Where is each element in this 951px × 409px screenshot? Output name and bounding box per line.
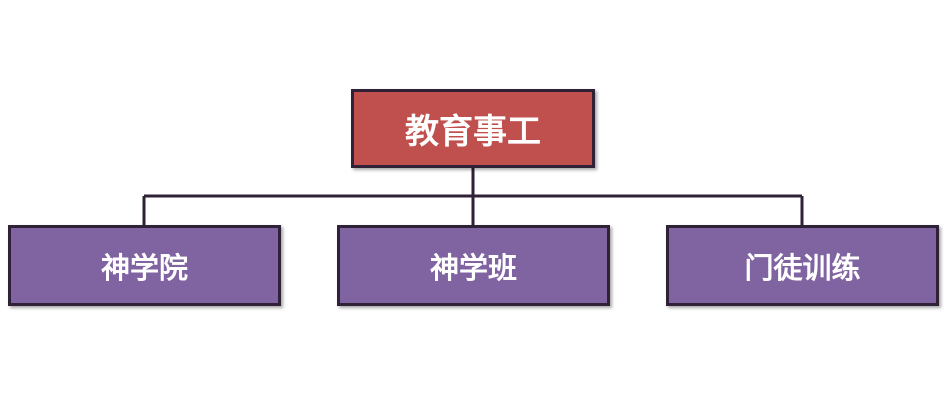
child-node-label: 门徒训练 — [744, 250, 861, 285]
child-node-label: 神学班 — [429, 250, 517, 285]
child-node-theology-class: 神学班 — [337, 225, 610, 306]
child-node-seminary: 神学院 — [8, 225, 281, 306]
root-node: 教育事工 — [351, 89, 595, 168]
child-node-label: 神学院 — [100, 250, 188, 285]
root-node-label: 教育事工 — [405, 112, 541, 152]
child-node-discipleship-training: 门徒训练 — [666, 225, 939, 306]
